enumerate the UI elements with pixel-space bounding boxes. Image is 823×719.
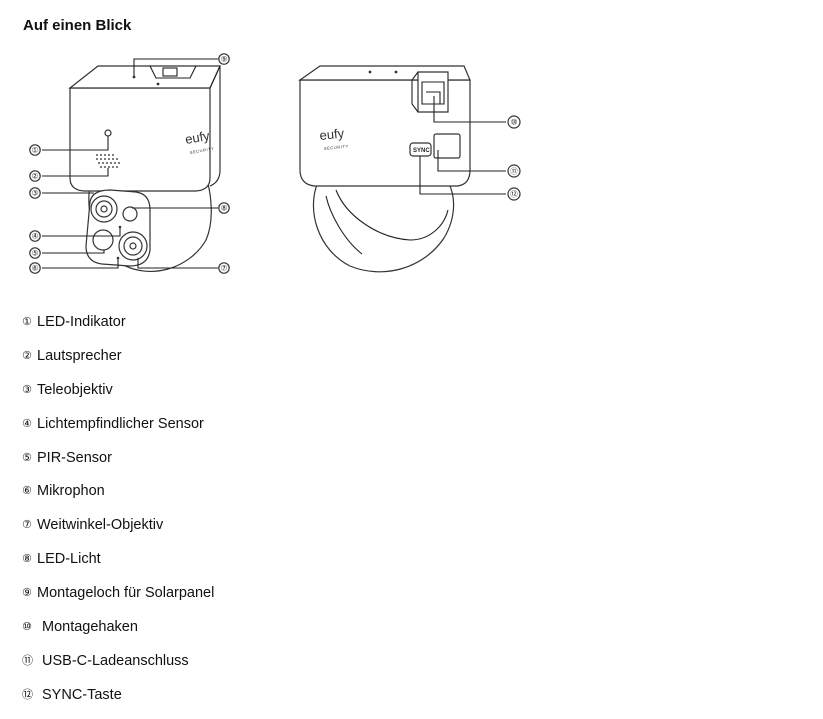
front-camera-illustration: eufy SECURITY xyxy=(68,65,221,272)
callout-5: ⑤ xyxy=(29,247,41,259)
legend-item: ⑨ Montageloch für Solarpanel xyxy=(22,583,214,617)
sync-label: SYNC xyxy=(413,148,430,154)
legend-number: ④ xyxy=(22,417,32,430)
svg-text:⑫: ⑫ xyxy=(510,190,518,199)
camera-diagram: eufy SECURITY ① ② ③ ④ ⑤ xyxy=(29,53,521,274)
pir-sensor xyxy=(92,229,114,251)
legend-number: ⑨ xyxy=(22,587,32,600)
callout-6: ⑥ xyxy=(29,262,41,274)
callout-4: ④ xyxy=(29,230,41,242)
svg-text:④: ④ xyxy=(32,232,39,241)
back-brand-sub: SECURITY xyxy=(324,143,349,151)
legend-number: ⑩ xyxy=(22,621,32,634)
legend-item: ⑩ Montagehaken xyxy=(22,617,214,651)
front-leader-lines xyxy=(42,58,218,269)
legend-item: ⑤ PIR-Sensor xyxy=(22,448,214,482)
svg-text:⑥: ⑥ xyxy=(32,264,39,273)
legend-label: PIR-Sensor xyxy=(37,449,112,466)
callout-3: ③ xyxy=(29,187,41,199)
legend-number: ⑧ xyxy=(22,553,32,566)
legend-label: LED-Licht xyxy=(37,551,101,568)
back-callouts: ⑩ ⑪ ⑫ xyxy=(507,115,521,201)
legend-label: Montageloch für Solarpanel xyxy=(37,585,215,602)
usb-port-cover xyxy=(433,133,461,159)
callout-12: ⑫ xyxy=(507,187,521,201)
svg-text:⑦: ⑦ xyxy=(221,264,228,273)
back-leader-lines xyxy=(419,96,506,195)
legend-item: ⑧ LED-Licht xyxy=(22,549,214,583)
led-indicator xyxy=(104,129,112,137)
legend-label: SYNC-Taste xyxy=(42,686,122,703)
legend-number: ③ xyxy=(22,383,32,396)
back-camera-illustration: eufy SECURITY SYNC xyxy=(298,65,471,273)
legend-item: ⑪ USB-C-Ladeanschluss xyxy=(22,651,214,685)
legend-number: ⑦ xyxy=(22,519,32,532)
svg-text:⑩: ⑩ xyxy=(511,118,518,127)
legend-number: ① xyxy=(22,316,32,328)
svg-text:⑪: ⑪ xyxy=(510,167,518,176)
callout-8: ⑧ xyxy=(218,202,230,214)
callout-1: ① xyxy=(29,144,41,156)
legend-number: ⑤ xyxy=(22,451,32,464)
svg-text:③: ③ xyxy=(32,189,39,198)
legend-label: Lautsprecher xyxy=(37,347,122,364)
callout-7: ⑦ xyxy=(218,262,230,274)
legend-label: Lichtempfindlicher Sensor xyxy=(37,415,204,432)
svg-text:①: ① xyxy=(32,146,39,155)
front-brand-sub: SECURITY xyxy=(189,146,215,155)
front-brand-logo: eufy xyxy=(184,128,211,147)
page-title: Auf einen Blick xyxy=(23,17,132,34)
speaker-grille xyxy=(96,154,120,168)
legend-item: ⑥ Mikrophon xyxy=(22,481,214,515)
callout-10: ⑩ xyxy=(507,115,521,129)
legend-item: ③ Teleobjektiv xyxy=(22,380,214,414)
callout-9: ⑨ xyxy=(218,53,230,65)
legend-label: Teleobjektiv xyxy=(37,381,113,398)
svg-text:⑧: ⑧ xyxy=(221,204,228,213)
legend-item: ⑦ Weitwinkel-Objektiv xyxy=(22,515,214,549)
mounting-hook xyxy=(411,71,449,113)
legend-number: ⑫ xyxy=(22,688,33,701)
legend-label: USB-C-Ladeanschluss xyxy=(42,652,189,669)
led-light xyxy=(122,206,138,222)
callout-2: ② xyxy=(29,170,41,182)
legend-item: ② Lautsprecher xyxy=(22,346,214,380)
legend-number: ⑪ xyxy=(22,654,33,667)
legend-number: ② xyxy=(22,349,32,362)
front-callouts: ① ② ③ ④ ⑤ ⑥ ⑦ ⑧ ⑨ xyxy=(29,53,230,274)
svg-text:⑤: ⑤ xyxy=(32,249,39,258)
legend-label: Weitwinkel-Objektiv xyxy=(37,517,164,534)
legend-item: ① LED-Indikator xyxy=(22,312,214,346)
legend-item: ⑫ SYNC-Taste xyxy=(22,685,214,719)
svg-text:⑨: ⑨ xyxy=(221,55,228,64)
legend-list: ① LED-Indikator ② Lautsprecher ③ Teleobjekt… xyxy=(22,312,214,719)
legend-item: ④ Lichtempfindlicher Sensor xyxy=(22,414,214,448)
back-brand-logo: eufy xyxy=(319,125,346,143)
legend-number: ⑥ xyxy=(22,485,32,498)
callout-11: ⑪ xyxy=(507,164,521,178)
legend-label: Montagehaken xyxy=(42,619,138,636)
svg-text:②: ② xyxy=(32,172,39,181)
legend-label: Mikrophon xyxy=(37,483,105,500)
legend-label: LED-Indikator xyxy=(37,314,126,330)
